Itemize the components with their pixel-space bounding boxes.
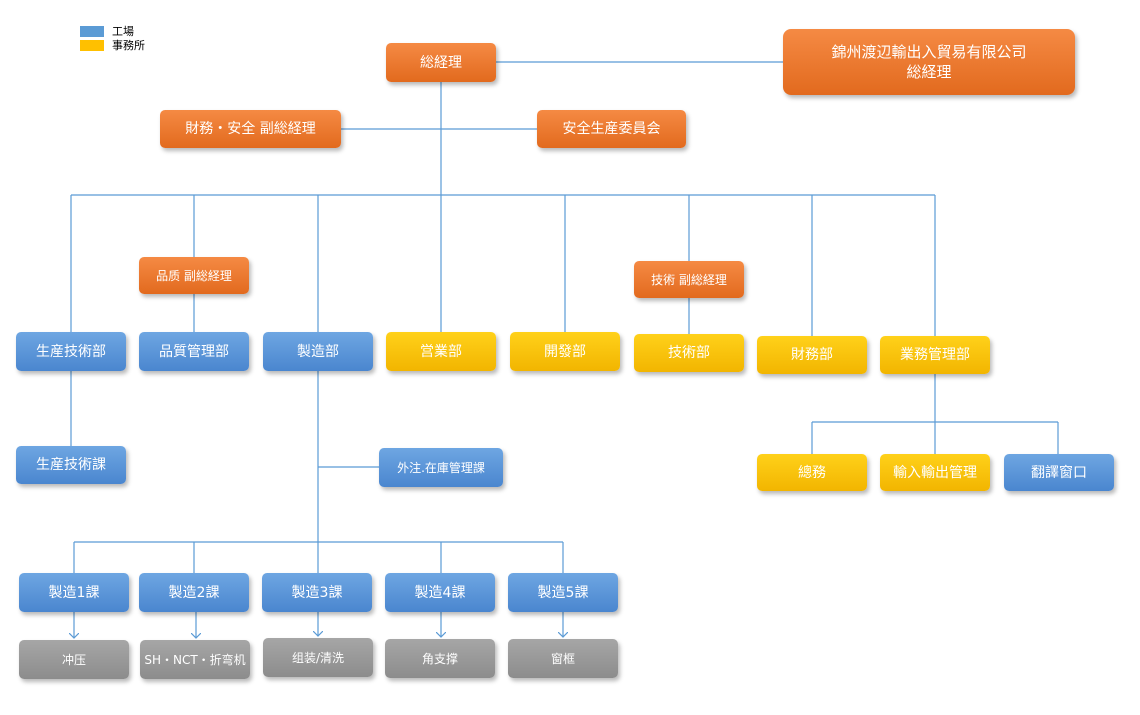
trading-company-name: 錦州渡辺輸出入貿易有限公司 xyxy=(831,43,1027,61)
process-4-label: 角支撑 xyxy=(421,651,458,666)
finance-safety-vp-box: 財務・安全 副総経理 xyxy=(160,110,341,148)
tech-dept-box: 技術部 xyxy=(634,334,744,372)
import-export-mgmt-box: 輸入輸出管理 xyxy=(880,454,990,491)
translation-desk-box: 翻譯窗口 xyxy=(1004,454,1114,491)
mfg-section-3-box: 製造3課 xyxy=(262,573,372,612)
production-tech-section-box: 生産技術課 xyxy=(16,446,126,484)
trading-company-gm-title: 総経理 xyxy=(906,63,952,81)
import-export-mgmt-label: 輸入輸出管理 xyxy=(893,464,977,481)
process-1-label: 冲压 xyxy=(61,652,86,667)
production-tech-section-label: 生産技術課 xyxy=(36,457,106,473)
business-mgmt-dept-box: 業務管理部 xyxy=(880,336,990,374)
mfg-section-1-label: 製造1課 xyxy=(48,584,100,601)
process-5-box: 窗框 xyxy=(508,639,618,678)
mfg-section-2-box: 製造2課 xyxy=(139,573,249,612)
legend-factory: 工場 xyxy=(80,24,145,38)
quality-vp-label: 品质 副総経理 xyxy=(156,268,232,283)
process-5-label: 窗框 xyxy=(550,651,575,666)
mfg-section-5-box: 製造5課 xyxy=(508,573,618,612)
legend-office-swatch xyxy=(80,39,104,51)
trading-company-gm-box: 錦州渡辺輸出入貿易有限公司 総経理 xyxy=(783,29,1075,95)
business-mgmt-dept-label: 業務管理部 xyxy=(900,347,970,363)
finance-dept-box: 財務部 xyxy=(757,336,867,374)
mfg-section-4-label: 製造4課 xyxy=(414,584,466,601)
finance-safety-vp-label: 財務・安全 副総経理 xyxy=(185,121,316,137)
manufacturing-dept-box: 製造部 xyxy=(263,332,373,371)
process-2-label: SH・NCT・折弯机 xyxy=(144,652,246,667)
mfg-section-1-box: 製造1課 xyxy=(19,573,129,612)
general-manager-label: 総経理 xyxy=(420,54,462,71)
general-manager-box: 総経理 xyxy=(386,43,496,82)
development-dept-box: 開發部 xyxy=(510,332,620,371)
legend-factory-label: 工場 xyxy=(112,25,134,38)
sales-dept-box: 営業部 xyxy=(386,332,496,371)
safety-committee-label: 安全生産委員会 xyxy=(562,121,661,137)
general-affairs-box: 總務 xyxy=(757,454,867,491)
outsourcing-section-label: 外注.在庫管理課 xyxy=(397,460,485,475)
tech-vp-label: 技術 副総経理 xyxy=(651,272,727,287)
legend-factory-swatch xyxy=(80,25,104,37)
process-3-box: 组装/清洗 xyxy=(263,638,373,677)
process-4-box: 角支撑 xyxy=(385,639,495,678)
production-tech-dept-label: 生産技術部 xyxy=(36,343,106,360)
mfg-section-3-label: 製造3課 xyxy=(291,584,343,601)
translation-desk-label: 翻譯窗口 xyxy=(1031,464,1087,481)
sales-dept-label: 営業部 xyxy=(420,343,462,360)
mfg-section-2-label: 製造2課 xyxy=(168,584,220,601)
safety-committee-box: 安全生産委員会 xyxy=(537,110,686,148)
tech-dept-label: 技術部 xyxy=(668,345,710,361)
legend-office: 事務所 xyxy=(80,38,145,52)
quality-mgmt-dept-label: 品質管理部 xyxy=(159,343,229,360)
legend: 工場 事務所 xyxy=(80,24,145,52)
mfg-section-4-box: 製造4課 xyxy=(385,573,495,612)
finance-dept-label: 財務部 xyxy=(791,347,833,363)
process-3-label: 组装/清洗 xyxy=(291,650,345,665)
development-dept-label: 開發部 xyxy=(544,343,586,360)
general-affairs-label: 總務 xyxy=(798,464,826,481)
quality-mgmt-dept-box: 品質管理部 xyxy=(139,332,249,371)
mfg-section-5-label: 製造5課 xyxy=(537,584,589,601)
manufacturing-dept-label: 製造部 xyxy=(297,343,339,360)
legend-office-label: 事務所 xyxy=(112,39,145,52)
quality-vp-box: 品质 副総経理 xyxy=(139,257,249,294)
process-2-box: SH・NCT・折弯机 xyxy=(140,640,250,679)
tech-vp-box: 技術 副総経理 xyxy=(634,261,744,298)
process-1-box: 冲压 xyxy=(19,640,129,679)
outsourcing-section-box: 外注.在庫管理課 xyxy=(379,448,503,487)
production-tech-dept-box: 生産技術部 xyxy=(16,332,126,371)
